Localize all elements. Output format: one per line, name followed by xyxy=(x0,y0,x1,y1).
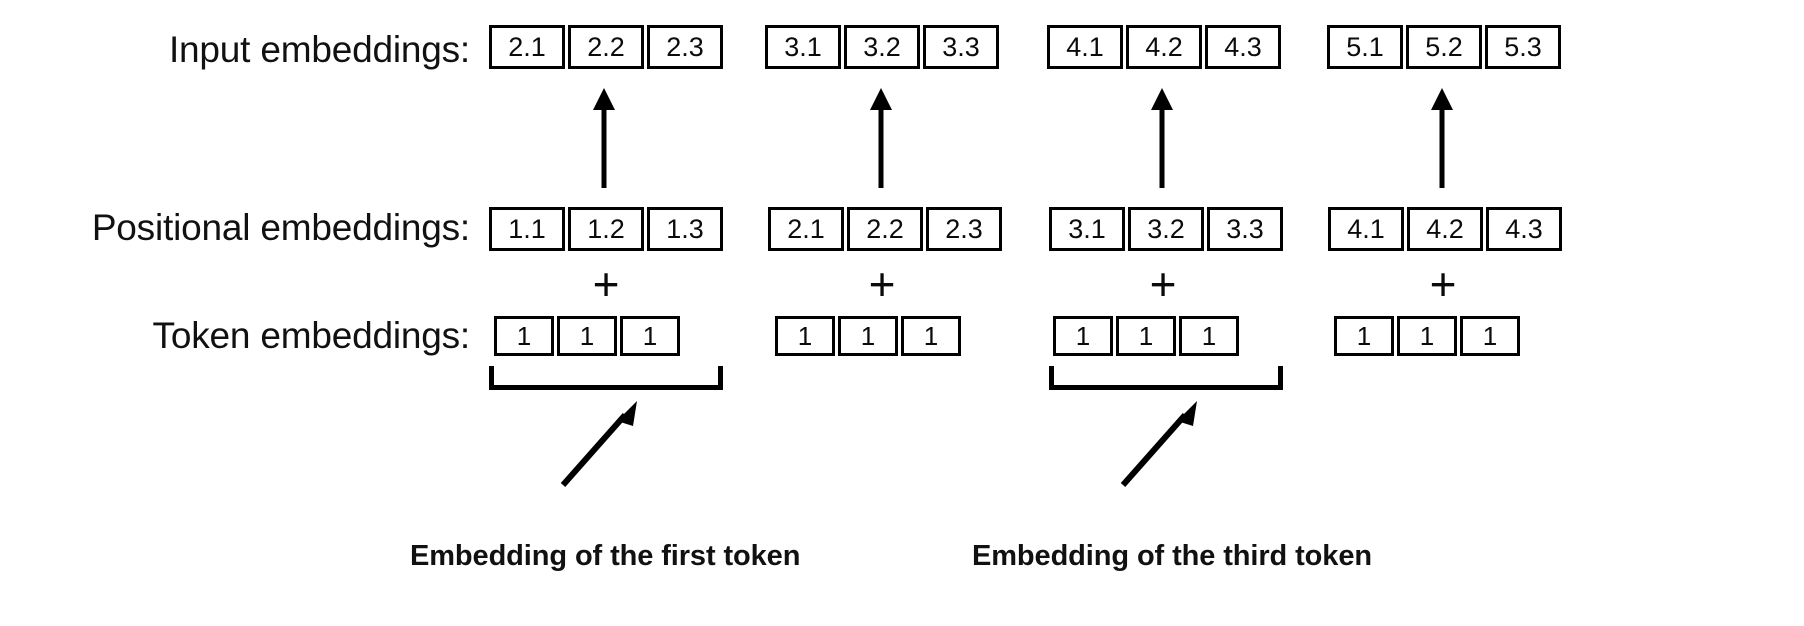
input-embedding-cell: 5.2 xyxy=(1406,25,1482,69)
positional-embedding-cell: 4.2 xyxy=(1407,207,1483,251)
positional-embedding-cell: 3.3 xyxy=(1207,207,1283,251)
positional-embedding-group-2: 2.1 2.2 2.3 xyxy=(768,207,1002,251)
positional-embedding-cell: 3.1 xyxy=(1049,207,1125,251)
input-embedding-cell: 2.2 xyxy=(568,25,644,69)
input-embedding-cell: 3.2 xyxy=(844,25,920,69)
arrow-head-icon xyxy=(1151,88,1173,110)
input-embedding-cell: 5.3 xyxy=(1485,25,1561,69)
token-embedding-cell: 1 xyxy=(1179,316,1239,356)
positional-embedding-group-3: 3.1 3.2 3.3 xyxy=(1049,207,1283,251)
input-embedding-cell: 2.1 xyxy=(489,25,565,69)
sum-to-input-arrow-1 xyxy=(592,88,616,188)
plus-operator-2: + xyxy=(868,258,896,310)
input-embedding-group-3: 4.1 4.2 4.3 xyxy=(1047,25,1281,69)
plus-operator-3: + xyxy=(1149,258,1177,310)
arrow-head-icon xyxy=(1431,88,1453,110)
positional-embedding-cell: 4.3 xyxy=(1486,207,1562,251)
plus-operator-1: + xyxy=(592,258,620,310)
input-embedding-cell: 2.3 xyxy=(647,25,723,69)
sum-to-input-arrow-3 xyxy=(1150,88,1174,188)
token-embedding-cell: 1 xyxy=(494,316,554,356)
group-bracket-third-token xyxy=(1049,366,1283,390)
positional-embeddings-row-label: Positional embeddings: xyxy=(91,207,470,248)
caption-first-token: Embedding of the first token xyxy=(410,540,801,572)
arrow-shaft xyxy=(601,108,607,188)
positional-embedding-cell: 1.2 xyxy=(568,207,644,251)
arrow-shaft xyxy=(1159,108,1165,188)
sum-to-input-arrow-4 xyxy=(1430,88,1454,188)
positional-embedding-group-4: 4.1 4.2 4.3 xyxy=(1328,207,1562,251)
token-embedding-cell: 1 xyxy=(1460,316,1520,356)
token-embedding-cell: 1 xyxy=(901,316,961,356)
token-embedding-group-3: 1 1 1 xyxy=(1053,316,1239,356)
plus-operator-4: + xyxy=(1429,258,1457,310)
input-embedding-group-4: 5.1 5.2 5.3 xyxy=(1327,25,1561,69)
token-embedding-group-4: 1 1 1 xyxy=(1334,316,1520,356)
callout-arrow-first-token xyxy=(560,401,637,487)
token-embedding-cell: 1 xyxy=(1397,316,1457,356)
token-embedding-cell: 1 xyxy=(838,316,898,356)
input-embedding-cell: 3.1 xyxy=(765,25,841,69)
input-embedding-group-2: 3.1 3.2 3.3 xyxy=(765,25,999,69)
positional-embedding-cell: 3.2 xyxy=(1128,207,1204,251)
token-embedding-cell: 1 xyxy=(1053,316,1113,356)
token-embedding-cell: 1 xyxy=(1334,316,1394,356)
arrow-shaft xyxy=(878,108,884,188)
callout-arrow-third-token xyxy=(1120,401,1197,487)
positional-embedding-cell: 4.1 xyxy=(1328,207,1404,251)
arrow-shaft xyxy=(1439,108,1445,188)
sum-to-input-arrow-2 xyxy=(869,88,893,188)
arrow-head-icon xyxy=(870,88,892,110)
positional-embedding-cell: 1.3 xyxy=(647,207,723,251)
positional-embedding-cell: 2.2 xyxy=(847,207,923,251)
arrow-head-icon xyxy=(593,88,615,110)
positional-embedding-group-1: 1.1 1.2 1.3 xyxy=(489,207,723,251)
token-embedding-cell: 1 xyxy=(620,316,680,356)
input-embedding-cell: 3.3 xyxy=(923,25,999,69)
token-embeddings-row-label: Token embeddings: xyxy=(152,315,471,356)
token-embedding-group-1: 1 1 1 xyxy=(494,316,680,356)
positional-embedding-cell: 1.1 xyxy=(489,207,565,251)
input-embedding-group-1: 2.1 2.2 2.3 xyxy=(489,25,723,69)
input-embedding-cell: 4.3 xyxy=(1205,25,1281,69)
input-embedding-cell: 5.1 xyxy=(1327,25,1403,69)
caption-third-token: Embedding of the third token xyxy=(972,540,1372,572)
input-embedding-cell: 4.2 xyxy=(1126,25,1202,69)
positional-embedding-cell: 2.3 xyxy=(926,207,1002,251)
positional-embedding-cell: 2.1 xyxy=(768,207,844,251)
group-bracket-first-token xyxy=(489,366,723,390)
token-embedding-cell: 1 xyxy=(557,316,617,356)
input-embedding-cell: 4.1 xyxy=(1047,25,1123,69)
token-embedding-cell: 1 xyxy=(775,316,835,356)
token-embedding-cell: 1 xyxy=(1116,316,1176,356)
input-embeddings-row-label: Input embeddings: xyxy=(168,29,470,70)
token-embedding-group-2: 1 1 1 xyxy=(775,316,961,356)
